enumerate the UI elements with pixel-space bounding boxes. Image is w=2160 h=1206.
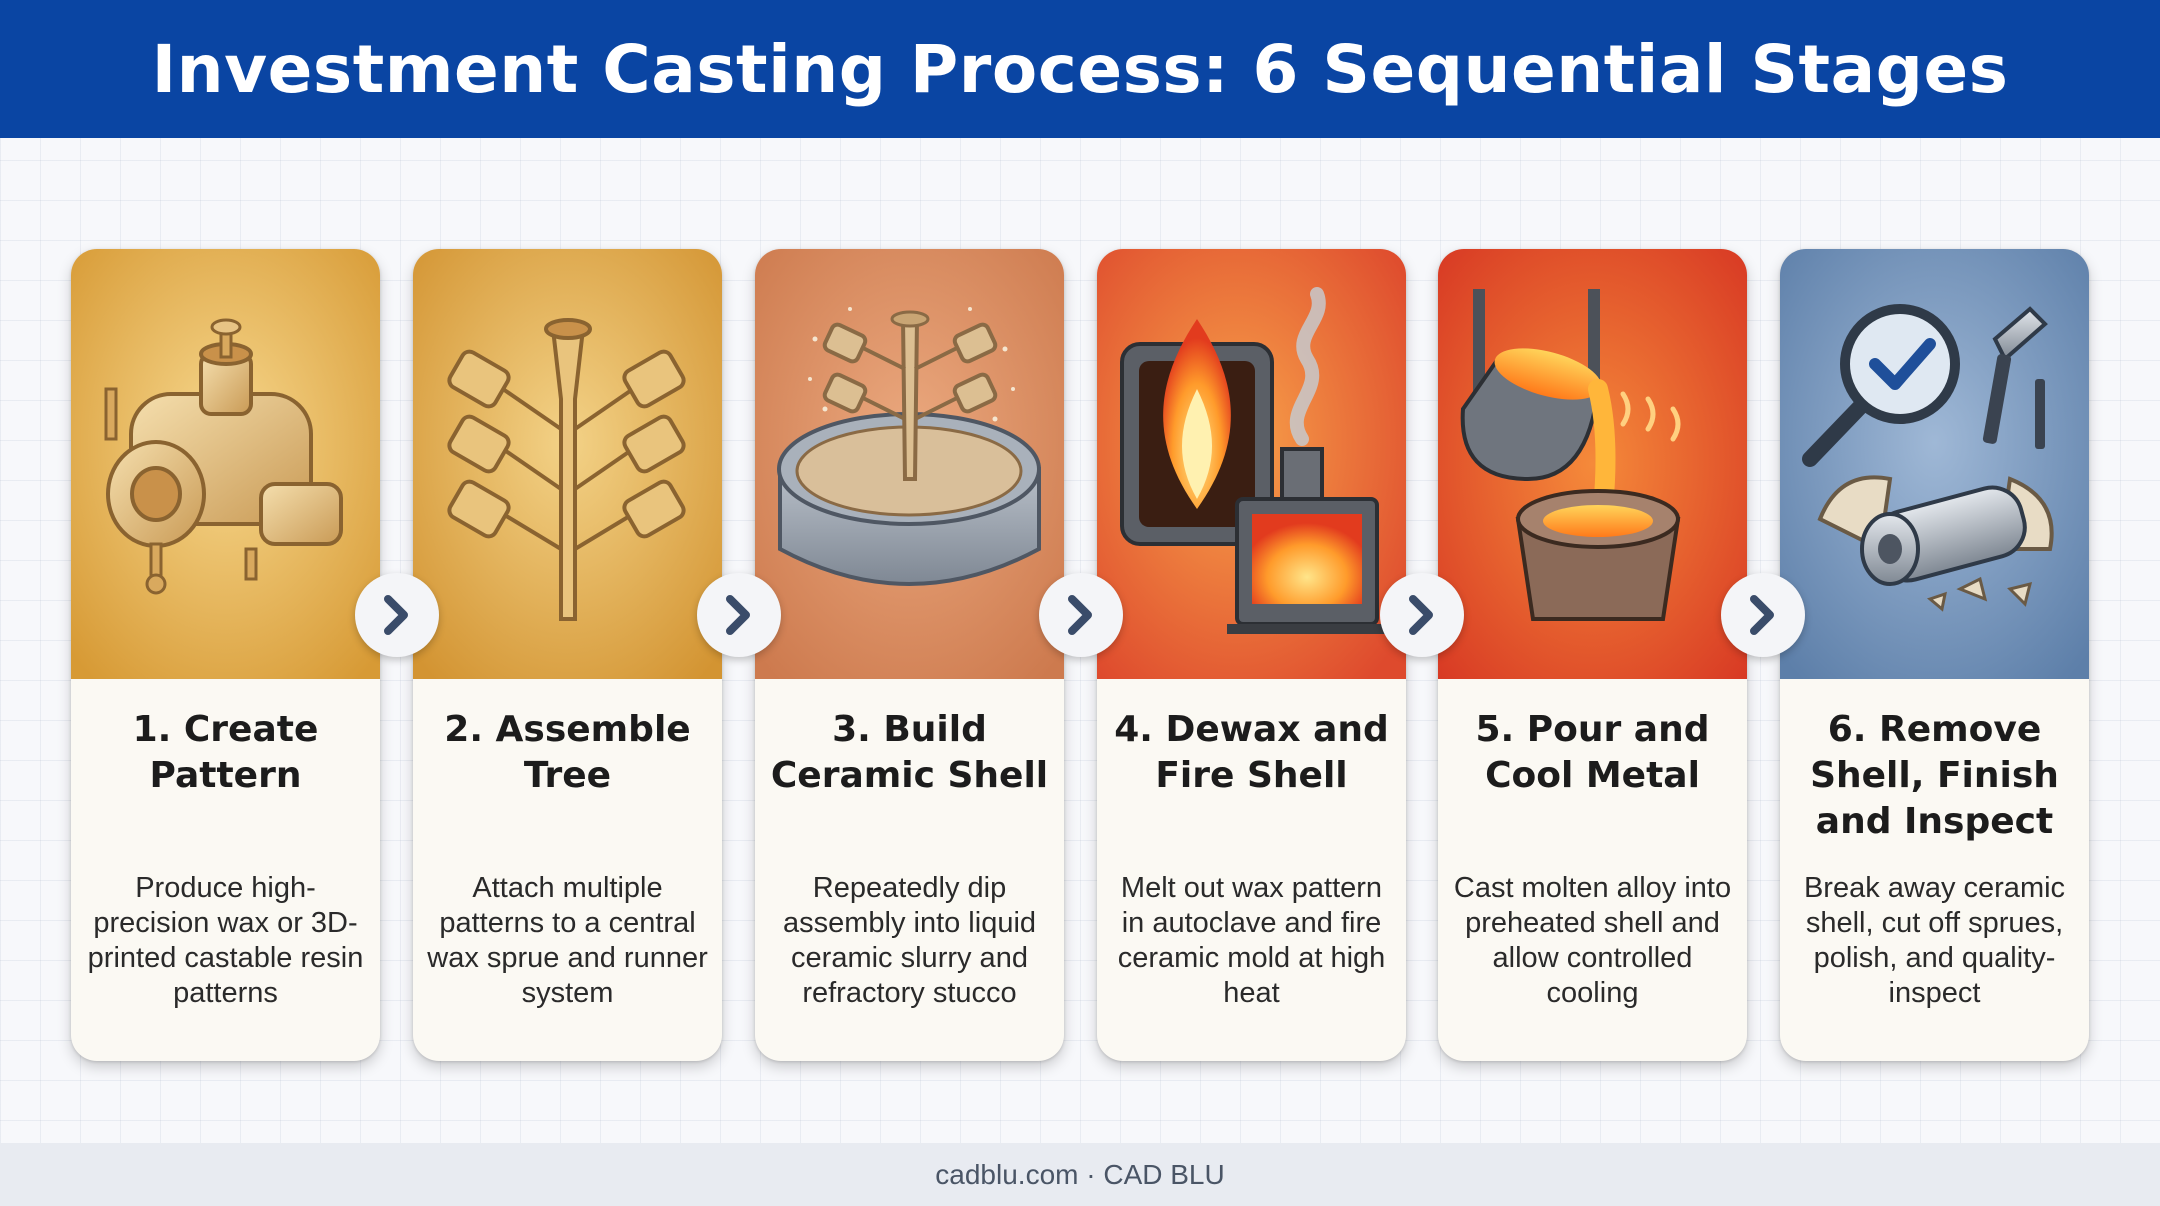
- footer-credit: cadblu.com · CAD BLU: [935, 1158, 1225, 1190]
- stage-title: 2. Assemble Tree: [444, 709, 691, 796]
- stages-row: 1. Create Pattern Produce high-precision…: [71, 249, 2089, 1061]
- chevron-right-icon: [384, 595, 408, 635]
- chevron-right-icon: [726, 595, 750, 635]
- stage-description: Cast molten alloy into preheated shell a…: [1453, 872, 1732, 1009]
- chevron-right-icon: [1409, 595, 1433, 635]
- stage-description: Break away ceramic shell, cut off sprues…: [1803, 872, 2066, 1009]
- stage-card-2: 2. Assemble Tree Attach multiple pattern…: [413, 249, 722, 1061]
- stage-title: 6. Remove Shell, Finish and Inspect: [1810, 709, 2059, 842]
- stage-title: 3. Build Ceramic Shell: [770, 709, 1049, 796]
- stage-card-4: 4. Dewax and Fire Shell Melt out wax pat…: [1097, 249, 1406, 1061]
- stage-title: 4. Dewax and Fire Shell: [1114, 709, 1389, 796]
- slurry-dip-icon: [755, 249, 1064, 679]
- stage-description: Melt out wax pattern in autoclave and fi…: [1117, 872, 1386, 1009]
- stage-card-3: 3. Build Ceramic Shell Repeatedly dip as…: [755, 249, 1064, 1061]
- stage-description: Repeatedly dip assembly into liquid cera…: [782, 872, 1037, 1009]
- next-arrow-5: [1721, 573, 1805, 657]
- stage-title: 1. Create Pattern: [132, 709, 319, 796]
- wax-tree-icon: [413, 249, 722, 679]
- stage-card-5: 5. Pour and Cool Metal Cast molten alloy…: [1438, 249, 1747, 1061]
- next-arrow-1: [355, 573, 439, 657]
- page-title: Investment Casting Process: 6 Sequential…: [151, 30, 2009, 108]
- footer: cadblu.com · CAD BLU: [0, 1143, 2160, 1206]
- wax-pattern-icon: [71, 249, 380, 679]
- next-arrow-3: [1039, 573, 1123, 657]
- stage-description: Attach multiple patterns to a central wa…: [427, 872, 708, 1009]
- stage-description: Produce high-precision wax or 3D-printed…: [87, 872, 364, 1009]
- chevron-right-icon: [1068, 595, 1092, 635]
- next-arrow-4: [1380, 573, 1464, 657]
- next-arrow-2: [697, 573, 781, 657]
- stage-title: 5. Pour and Cool Metal: [1475, 709, 1710, 796]
- inspect-icon: [1780, 249, 2089, 679]
- header-banner: Investment Casting Process: 6 Sequential…: [0, 0, 2160, 138]
- stage-card-6: 6. Remove Shell, Finish and Inspect Brea…: [1780, 249, 2089, 1061]
- furnace-icon: [1097, 249, 1406, 679]
- chevron-right-icon: [1750, 595, 1774, 635]
- stage-card-1: 1. Create Pattern Produce high-precision…: [71, 249, 380, 1061]
- ladle-pour-icon: [1438, 249, 1747, 679]
